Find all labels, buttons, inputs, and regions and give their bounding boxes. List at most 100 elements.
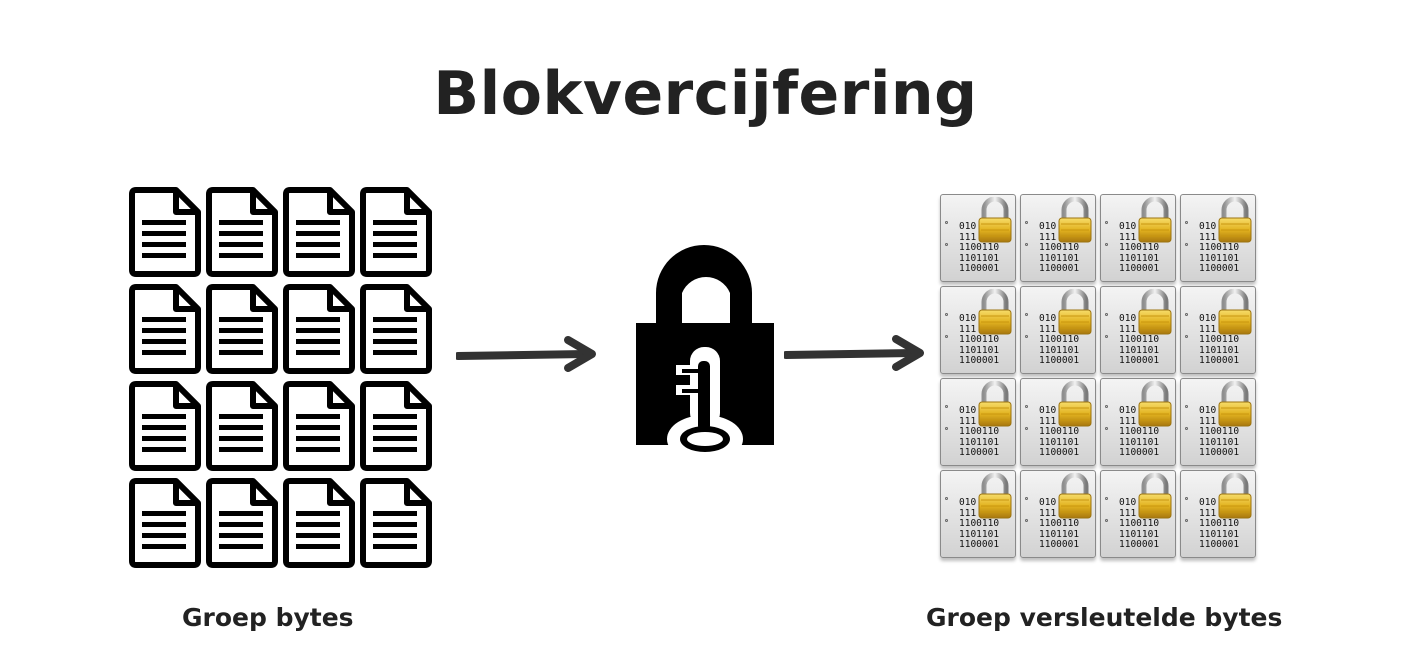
padlock-icon [1218,197,1252,243]
binary-line: 111 [959,323,977,335]
binary-line: 010 [959,221,977,232]
binary-line: 1100110 [1199,242,1240,253]
binding-holes [1105,405,1109,435]
binary-line: 1100001 [1119,539,1160,550]
binary-line: 1100110 [959,242,1000,253]
document-icon [359,283,433,375]
binary-line: 1100110 [1119,426,1160,437]
document-icon [282,283,356,375]
binding-holes [1185,313,1189,343]
binding-holes [945,497,949,527]
document-icon [128,186,202,278]
binary-line: 1100110 [1039,518,1080,529]
document-icon [282,477,356,569]
padlock-icon [1218,381,1252,427]
binary-line: 010 [1039,221,1057,232]
binary-line: 1100001 [959,355,1000,366]
padlock-icon [1058,473,1092,519]
binary-line: 1100001 [1039,263,1080,274]
binary-line: 111 [1199,507,1217,519]
binary-line: 1101101 [1119,344,1160,356]
document-icon [359,186,433,278]
binary-line: 1101101 [959,252,1000,264]
binary-line: 1101101 [1199,528,1240,540]
padlock-icon [1138,473,1172,519]
binary-line: 1100110 [1119,334,1160,345]
binary-line: 010 [1039,497,1057,508]
binary-line: 1100110 [1039,426,1080,437]
padlock-key-icon [636,245,774,463]
binary-line: 010 [959,313,977,324]
binary-line: 010 [1119,221,1137,232]
caption-plain-bytes: Groep bytes [182,603,354,632]
binary-line: 1101101 [959,528,1000,540]
binary-line: 1100001 [959,263,1000,274]
binary-line: 111 [1039,231,1057,243]
binary-line: 1101101 [1039,436,1080,448]
padlock-icon [1058,197,1092,243]
binary-line: 1100110 [959,518,1000,529]
binary-line: 010 [1199,497,1217,508]
binary-line: 111 [1119,323,1137,335]
binding-holes [1185,221,1189,251]
binary-line: 1100001 [1199,447,1240,458]
binary-line: 1100001 [1199,355,1240,366]
caption-encrypted-bytes: Groep versleutelde bytes [926,603,1283,632]
binary-line: 1100001 [1199,263,1240,274]
binary-line: 010 [1199,221,1217,232]
binding-holes [1025,497,1029,527]
binding-holes [945,313,949,343]
padlock-icon [978,289,1012,335]
binary-line: 1101101 [959,344,1000,356]
binary-line: 010 [959,497,977,508]
binary-line: 1100001 [1039,539,1080,550]
binary-line: 1100001 [1039,447,1080,458]
binary-line: 111 [1119,507,1137,519]
binary-line: 111 [1119,415,1137,427]
binary-line: 1100001 [959,447,1000,458]
binary-line: 111 [1039,507,1057,519]
document-icon [205,186,279,278]
arrow-right-icon [456,336,596,372]
binary-line: 1100110 [1039,334,1080,345]
document-icon [205,477,279,569]
binary-line: 1100110 [959,426,1000,437]
padlock-icon [978,381,1012,427]
binary-line: 1100001 [1039,355,1080,366]
padlock-icon [1218,289,1252,335]
binary-line: 111 [959,231,977,243]
document-icon [205,283,279,375]
binary-line: 010 [1039,405,1057,416]
binary-line: 1100110 [1119,518,1160,529]
padlock-icon [1218,473,1252,519]
arrow-right-icon [784,335,924,371]
binary-line: 010 [1119,497,1137,508]
binary-line: 111 [1199,231,1217,243]
binary-line: 111 [1119,231,1137,243]
binary-line: 010 [959,405,977,416]
binding-holes [945,405,949,435]
binary-line: 1100001 [1119,355,1160,366]
document-icon [128,283,202,375]
